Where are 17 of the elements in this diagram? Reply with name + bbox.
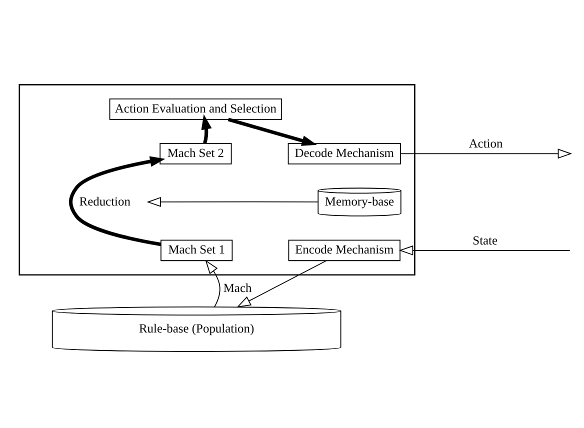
arrow <box>236 260 327 307</box>
node-box: Mach Set 1 <box>160 239 233 261</box>
arrow <box>201 114 212 144</box>
arrow <box>400 148 572 158</box>
arrow <box>398 244 570 255</box>
arrow <box>228 117 317 146</box>
edge-label: Action <box>468 136 503 150</box>
arrow <box>205 259 220 307</box>
node-box: Mach Set 2 <box>160 142 232 164</box>
edge-label: State <box>472 232 498 247</box>
node-box: Encode Mechanism <box>288 239 400 261</box>
edge-label: Mach <box>223 280 252 294</box>
node-box: Action Evaluation and Selection <box>109 98 282 120</box>
arrow <box>69 156 166 246</box>
node-box: Decode Mechanism <box>288 142 401 164</box>
arrow <box>146 196 318 206</box>
edge-label: Reduction <box>79 194 130 208</box>
